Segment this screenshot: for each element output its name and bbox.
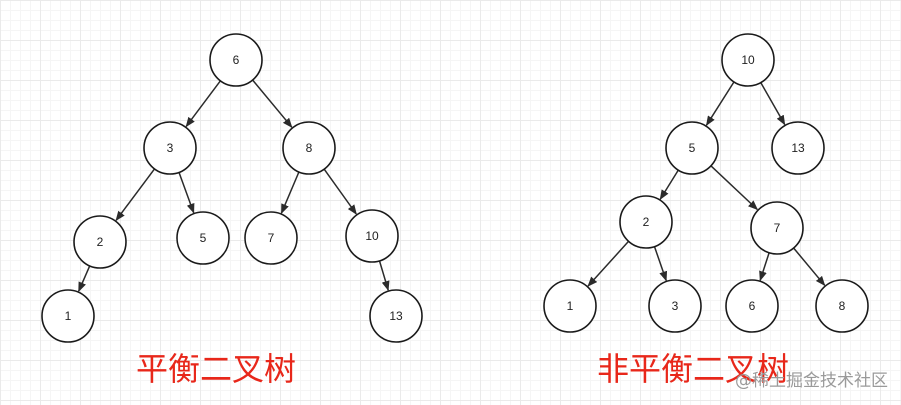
tree-node-balanced-1: 1 — [41, 289, 95, 343]
tree-node-balanced-6: 6 — [209, 33, 263, 87]
node-label: 7 — [268, 231, 275, 245]
node-label: 10 — [741, 53, 755, 67]
node-label: 13 — [791, 141, 805, 155]
edge-arrow-balanced-10-to-13 — [378, 260, 390, 292]
node-label: 10 — [365, 229, 379, 243]
node-circle — [143, 121, 197, 175]
edge-arrow-balanced-3-to-2 — [115, 168, 156, 222]
watermark: @稀土掘金技术社区 — [735, 371, 888, 391]
node-label: 6 — [233, 53, 240, 67]
tree-node-balanced-10: 10 — [345, 209, 399, 263]
edge-arrow-balanced-8-to-10 — [323, 168, 357, 215]
node-circle — [369, 289, 423, 343]
node-circle — [209, 33, 263, 87]
tree-node-balanced-13: 13 — [369, 289, 423, 343]
node-label: 2 — [97, 235, 104, 249]
node-label: 7 — [774, 221, 781, 235]
node-circle — [73, 215, 127, 269]
unbalanced-tree-caption: 非平衡二叉树 — [597, 350, 789, 388]
tree-node-balanced-7: 7 — [244, 211, 298, 265]
edge-arrow-unbalanced-10-to-5 — [705, 81, 735, 127]
edges-layer — [78, 79, 826, 293]
tree-node-unbalanced-6: 6 — [725, 279, 779, 333]
edge-arrow-balanced-6-to-8 — [252, 79, 293, 128]
node-circle — [619, 195, 673, 249]
node-label: 5 — [200, 231, 207, 245]
node-circle — [41, 289, 95, 343]
edge-arrow-unbalanced-5-to-7 — [710, 165, 759, 211]
tree-node-unbalanced-7: 7 — [750, 201, 804, 255]
node-label: 3 — [167, 141, 174, 155]
node-circle — [815, 279, 869, 333]
node-label: 1 — [567, 299, 574, 313]
tree-node-unbalanced-2: 2 — [619, 195, 673, 249]
node-label: 6 — [749, 299, 756, 313]
edge-arrow-balanced-6-to-3 — [185, 80, 221, 128]
edge-arrow-balanced-3-to-5 — [178, 172, 195, 214]
node-label: 3 — [672, 299, 679, 313]
tree-node-balanced-3: 3 — [143, 121, 197, 175]
edge-arrow-unbalanced-7-to-6 — [759, 252, 770, 282]
node-circle — [345, 209, 399, 263]
node-circle — [725, 279, 779, 333]
tree-node-unbalanced-3: 3 — [648, 279, 702, 333]
tree-node-balanced-2: 2 — [73, 215, 127, 269]
edge-arrow-unbalanced-7-to-8 — [793, 247, 826, 287]
edge-arrow-balanced-8-to-7 — [280, 171, 300, 215]
edge-arrow-unbalanced-2-to-3 — [653, 246, 668, 282]
edge-arrow-unbalanced-10-to-13 — [760, 82, 786, 126]
node-label: 8 — [306, 141, 313, 155]
node-circle — [543, 279, 597, 333]
node-label: 1 — [65, 309, 72, 323]
edge-arrow-unbalanced-5-to-2 — [659, 169, 679, 200]
tree-node-unbalanced-5: 5 — [665, 121, 719, 175]
node-label: 2 — [643, 215, 650, 229]
edge-arrow-unbalanced-2-to-1 — [587, 240, 630, 287]
node-circle — [721, 33, 775, 87]
node-circle — [244, 211, 298, 265]
tree-node-unbalanced-10: 10 — [721, 33, 775, 87]
tree-node-balanced-8: 8 — [282, 121, 336, 175]
node-circle — [665, 121, 719, 175]
node-label: 8 — [839, 299, 846, 313]
node-circle — [176, 211, 230, 265]
edge-arrow-balanced-2-to-1 — [78, 265, 91, 293]
node-label: 13 — [389, 309, 403, 323]
node-circle — [282, 121, 336, 175]
node-circle — [648, 279, 702, 333]
tree-node-unbalanced-13: 13 — [771, 121, 825, 175]
node-circle — [771, 121, 825, 175]
balanced-tree-caption: 平衡二叉树 — [136, 350, 296, 388]
tree-node-unbalanced-8: 8 — [815, 279, 869, 333]
tree-node-balanced-5: 5 — [176, 211, 230, 265]
tree-node-unbalanced-1: 1 — [543, 279, 597, 333]
node-label: 5 — [689, 141, 696, 155]
node-circle — [750, 201, 804, 255]
